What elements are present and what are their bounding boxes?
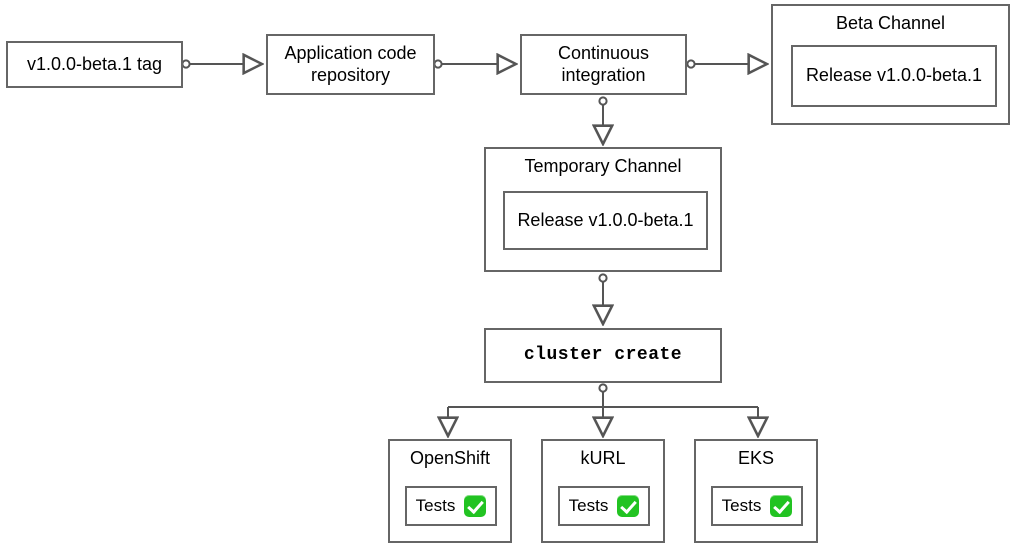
node-kurl-tests[interactable]: Tests [558,486,650,526]
node-version-tag[interactable]: v1.0.0-beta.1 tag [6,41,183,88]
node-eks-tests[interactable]: Tests [711,486,803,526]
edge-source-dot [686,59,696,69]
node-kurl[interactable]: kURL Tests [541,439,665,543]
edge-source-dot [598,96,608,106]
node-openshift[interactable]: OpenShift Tests [388,439,512,543]
node-temporary-channel[interactable]: Temporary Channel Release v1.0.0-beta.1 [484,147,722,272]
node-application-code-repository[interactable]: Application code repository [266,34,435,95]
node-temporary-channel-title: Temporary Channel [524,156,682,176]
node-application-code-repository-label: Application code repository [284,42,417,85]
edge-source-dot [598,383,608,393]
edge-source-dot [598,273,608,283]
edge-source-dot [433,59,443,69]
node-cluster-create-label: cluster create [523,344,683,365]
node-eks-tests-label: Tests [721,495,762,515]
node-eks-title: EKS [737,448,775,468]
node-continuous-integration-label: Continuous integration [557,42,650,85]
node-openshift-tests-label: Tests [415,495,456,515]
node-openshift-tests[interactable]: Tests [405,486,497,526]
node-temporary-channel-release-label: Release v1.0.0-beta.1 [517,209,694,230]
node-beta-channel-release[interactable]: Release v1.0.0-beta.1 [791,45,997,107]
node-eks[interactable]: EKS Tests [694,439,818,543]
node-beta-channel-title: Beta Channel [835,13,946,33]
green-check-icon [464,495,487,517]
node-kurl-title: kURL [580,448,626,468]
green-check-icon [770,495,793,517]
node-version-tag-label: v1.0.0-beta.1 tag [26,53,163,74]
node-openshift-title: OpenShift [409,448,491,468]
node-beta-channel[interactable]: Beta Channel Release v1.0.0-beta.1 [771,4,1010,125]
node-beta-channel-release-label: Release v1.0.0-beta.1 [805,65,983,86]
green-check-icon [617,495,640,517]
node-continuous-integration[interactable]: Continuous integration [520,34,687,95]
edge-source-dot [181,59,191,69]
node-kurl-tests-label: Tests [568,495,609,515]
node-cluster-create[interactable]: cluster create [484,328,722,383]
node-temporary-channel-release[interactable]: Release v1.0.0-beta.1 [503,191,708,250]
